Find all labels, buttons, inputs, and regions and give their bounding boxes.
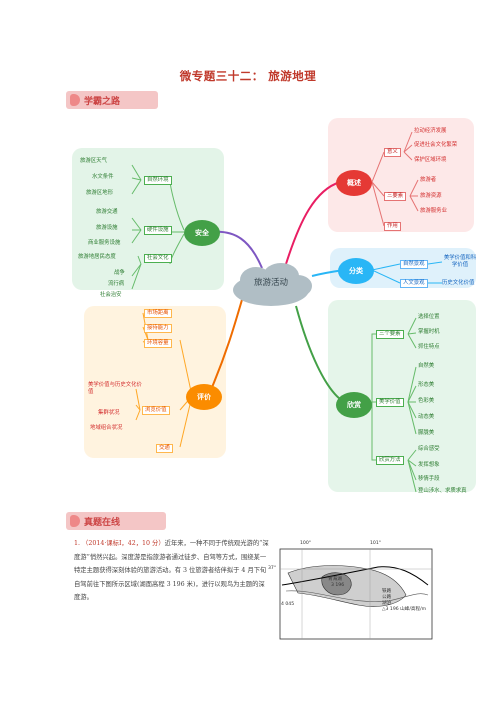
eval-item: 交通 [156,444,173,453]
leaf-item: 旅游资源 [420,193,442,199]
leaf-item: 流行病 [108,281,125,287]
overview-meaning-node: 意义 [384,148,401,157]
leaf-item: 保护区域环境 [414,157,447,163]
appr-points-node: 三个要素 [376,330,404,339]
eval-value-node: 浏览价值 [142,406,170,415]
leaf-item: 动态美 [418,414,435,420]
overview-elements-node: 三要素 [384,192,407,201]
appr-methods-node: 欣赏方法 [376,456,404,465]
legend-item: △3 196 山峰/高程/m [382,607,427,612]
leaf-item: 旅游者 [420,177,437,183]
appr-aesthetic-node: 美学价值 [376,398,404,407]
leaf-item: 战争 [114,270,125,276]
leaf-item: 形态美 [418,382,435,388]
leaf-item: 登山涉水、求质求真 [418,488,467,494]
map-lon-right: 101° [370,541,382,546]
question-text: 1. （2014·课标Ⅰ，42，10 分）近年来，一种不同于传统观光游的“深度游… [74,537,270,605]
center-cloud-icon [233,263,312,306]
leaf-item: 集群状况 [98,410,120,416]
leaf-item: 促进社会文化繁荣 [414,142,458,148]
safety-natural-node: 自然环境 [144,176,172,185]
leaf-item: 综合感受 [418,446,440,452]
leaf-item: 拉动经济发展 [414,128,447,134]
eval-item: 接待能力 [144,324,172,333]
center-node: 旅游活动 [253,278,288,288]
page-title: 微专题三十二： 旅游地理 [179,69,317,83]
question-body: 近年来，一种不同于传统观光游的“深度游”悄然兴起。深度游是指旅游者通过徒步、自驾… [74,540,269,601]
overview-effect-node: 作用 [384,222,401,231]
question-number: 1. [74,540,81,547]
leaf-item: 社会治安 [100,292,122,298]
map-lon-left: 100° [300,541,312,546]
section-label: 真题在线 [84,517,121,528]
leaf-item: 旅游区天气 [80,158,107,164]
eval-item: 环境容量 [144,339,172,348]
leaf-item: 抓住特点 [418,344,440,350]
legend-item: 公路 [382,595,392,600]
leaf-item: 色彩美 [418,398,435,404]
overview-node: 概述 [336,170,372,196]
leaf-item: 旅游区地形 [86,190,113,196]
leaf-item: 移情手段 [418,476,440,482]
leaf-item: 美学价值和科学价值 [443,255,477,268]
classification-node: 分类 [338,258,374,284]
leaf-item: 历史文化价值 [442,280,475,286]
map-legend: 铁路 公路 湖泊 △3 196 山峰/高程/m [382,588,436,612]
leaf-item: 旅游服务业 [420,208,447,214]
leaf-item: 水文条件 [92,174,114,180]
safety-panel [72,148,224,290]
leaf-item: 旅游设施 [96,225,118,231]
section-label: 学霸之路 [84,96,121,107]
leaf-item: 自然美 [418,363,435,369]
map-elev-label: 3 196 [331,583,345,588]
map-lat: 37° [268,566,277,571]
safety-social-node: 社会文化 [144,254,172,263]
class-human-node: 人文景观 [400,279,428,288]
safety-node: 安全 [184,220,220,246]
appreciation-node: 欣赏 [336,392,372,418]
leaf-item: 美学价值与历史文化价值 [88,382,142,395]
region-map [279,548,433,640]
question-source: （2014·课标Ⅰ，42，10 分） [82,540,165,547]
leaf-item: 地域组合状况 [90,425,123,431]
legend-item: 湖泊 [382,601,392,606]
eval-item: 市场距离 [144,309,172,318]
section-banner-exam: 真题在线 [66,512,166,530]
map-spot-label: 4 045 [281,602,295,607]
leaf-item: 选择位置 [418,314,440,320]
map-lake-label: 青海湖 [328,577,342,582]
leaf-item: 发挥想象 [418,462,440,468]
leaf-item: 掌握时机 [418,329,440,335]
leaf-item: 商业服务设施 [88,240,121,246]
leaf-item: 旅游交通 [96,209,118,215]
class-natural-node: 自然景观 [400,260,428,269]
leaf-item: 旅游地居民态度 [78,254,116,260]
evaluation-node: 评价 [186,384,222,410]
safety-hardware-node: 硬件设施 [144,226,172,235]
leaf-item: 朦胧美 [418,430,435,436]
legend-item: 铁路 [382,589,392,594]
section-banner-study: 学霸之路 [66,91,158,109]
